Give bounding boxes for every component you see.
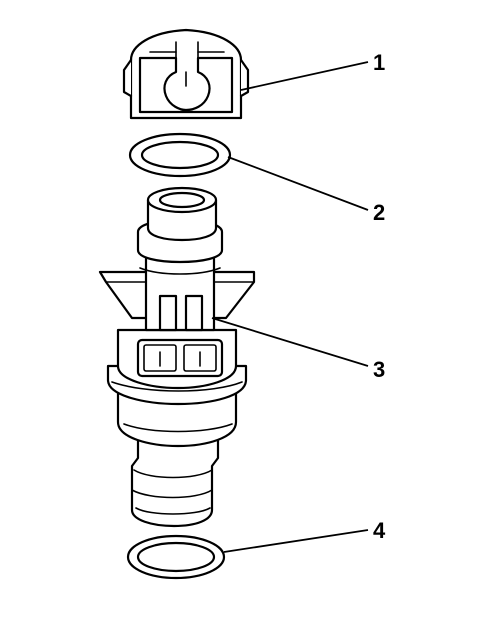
leader-line-1 — [240, 61, 369, 91]
callout-4: 4 — [373, 518, 386, 543]
retainer-clip — [122, 28, 250, 120]
leader-line-4 — [223, 529, 369, 553]
leader-line-3 — [211, 317, 369, 367]
leader-line-2 — [227, 156, 369, 211]
callout-3: 3 — [373, 357, 385, 382]
callout-1: 1 — [373, 50, 385, 75]
upper-o-ring — [128, 132, 232, 178]
fuel-injector — [98, 186, 256, 528]
lower-o-ring — [126, 534, 226, 580]
callout-2: 2 — [373, 200, 385, 225]
